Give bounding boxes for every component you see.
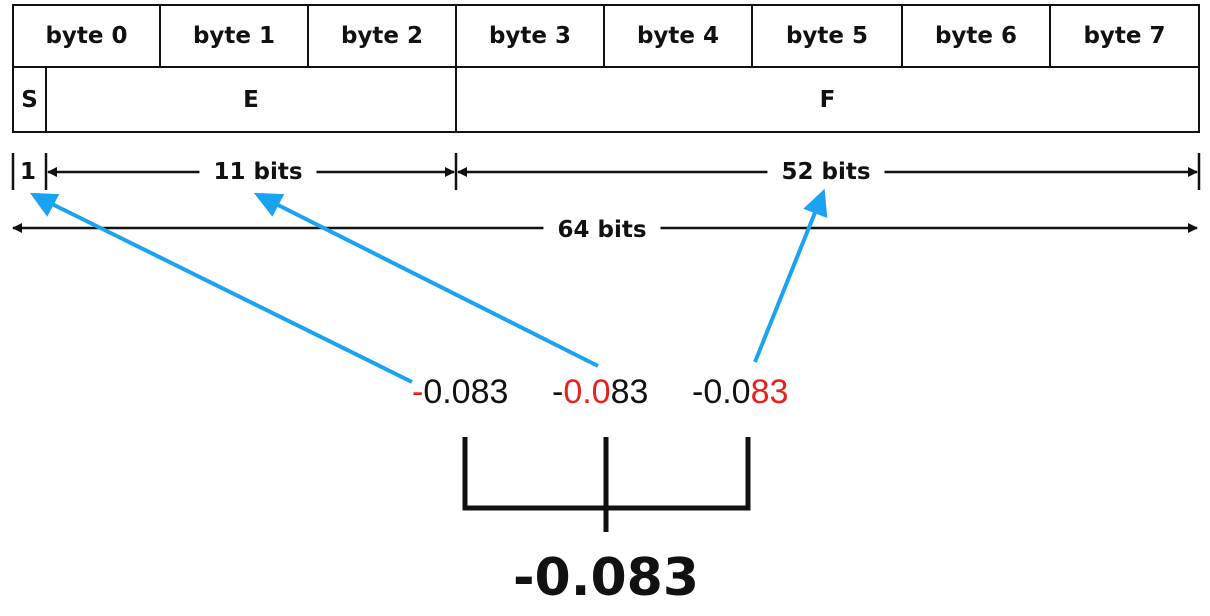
total-bits-label: 64 bits bbox=[543, 216, 661, 244]
exponent-arrow bbox=[275, 202, 599, 368]
fraction-highlight: 83 bbox=[750, 373, 789, 411]
sign-field: S bbox=[21, 86, 38, 113]
fraction-example: -0.083 bbox=[692, 372, 788, 412]
sign-highlight: - bbox=[412, 373, 424, 411]
mapping-arrows bbox=[29, 188, 828, 384]
fraction-example-prefix: -0.0 bbox=[692, 373, 751, 411]
exponent-highlight: 0.0 bbox=[563, 373, 611, 411]
exponent-bits-label: 11 bits bbox=[199, 158, 317, 186]
bracket bbox=[462, 437, 751, 532]
exponent-example-rest: 83 bbox=[610, 373, 649, 411]
exponent-example-prefix: - bbox=[552, 373, 564, 411]
byte-7-header: byte 7 bbox=[1083, 23, 1166, 49]
fraction-field: F bbox=[819, 86, 836, 113]
byte-5-header: byte 5 bbox=[785, 23, 869, 49]
sign-example: -0.083 bbox=[412, 372, 508, 412]
exponent-arrow-head bbox=[253, 192, 285, 217]
byte-1-header: byte 1 bbox=[192, 23, 276, 49]
sign-bits-label: 1 bbox=[19, 159, 37, 185]
sign-arrow-head bbox=[29, 192, 60, 217]
byte-6-header: byte 6 bbox=[934, 23, 1018, 49]
fraction-arrow-head bbox=[803, 188, 828, 219]
byte-3-header: byte 3 bbox=[488, 23, 572, 49]
fraction-bits-label: 52 bits bbox=[767, 158, 885, 186]
byte-4-header: byte 4 bbox=[636, 23, 720, 49]
fraction-arrow bbox=[753, 209, 818, 363]
sign-example-rest: 0.083 bbox=[423, 373, 509, 411]
byte-2-header: byte 2 bbox=[340, 23, 424, 49]
byte-table-grid bbox=[12, 4, 1200, 133]
sign-arrow bbox=[51, 202, 413, 384]
byte-0-header: byte 0 bbox=[45, 23, 128, 49]
exponent-field: E bbox=[243, 86, 259, 113]
result-value: -0.083 bbox=[512, 548, 700, 608]
exponent-example: -0.083 bbox=[552, 372, 648, 412]
